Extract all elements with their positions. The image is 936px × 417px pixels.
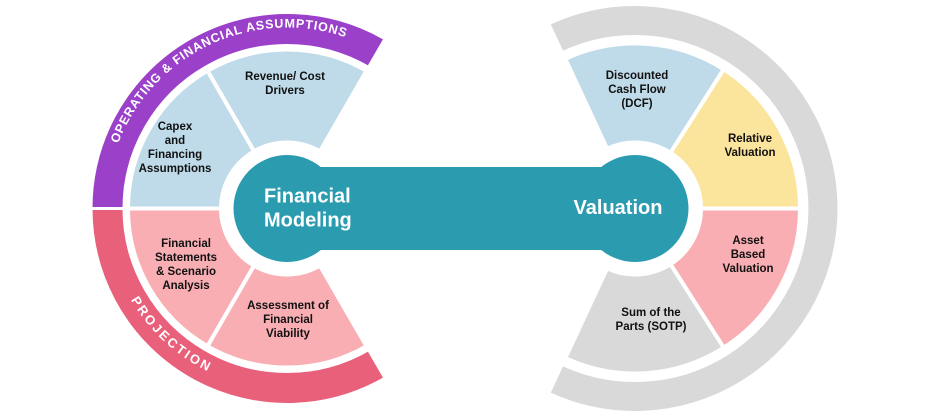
- segment-revenue-cost-drivers: [205, 47, 369, 154]
- valuation-hub-circle: [581, 155, 689, 262]
- segment-assessment-financial-viability: [205, 263, 369, 370]
- segment-relative-valuation: [668, 67, 802, 211]
- arc-projection: [89, 207, 387, 406]
- segment-capex-financing-assumptions: [126, 68, 256, 211]
- financial-modeling-hub-circle: [233, 155, 341, 262]
- segment-financial-statements-scenario-analysis: [126, 206, 256, 349]
- arc-valuation-outer-ring: [547, 3, 841, 414]
- segment-sum-of-the-parts: [563, 262, 726, 376]
- segment-discounted-cash-flow: [563, 41, 726, 155]
- arc-operating-financial-assumptions: [89, 11, 387, 210]
- connector-bar: [287, 167, 635, 250]
